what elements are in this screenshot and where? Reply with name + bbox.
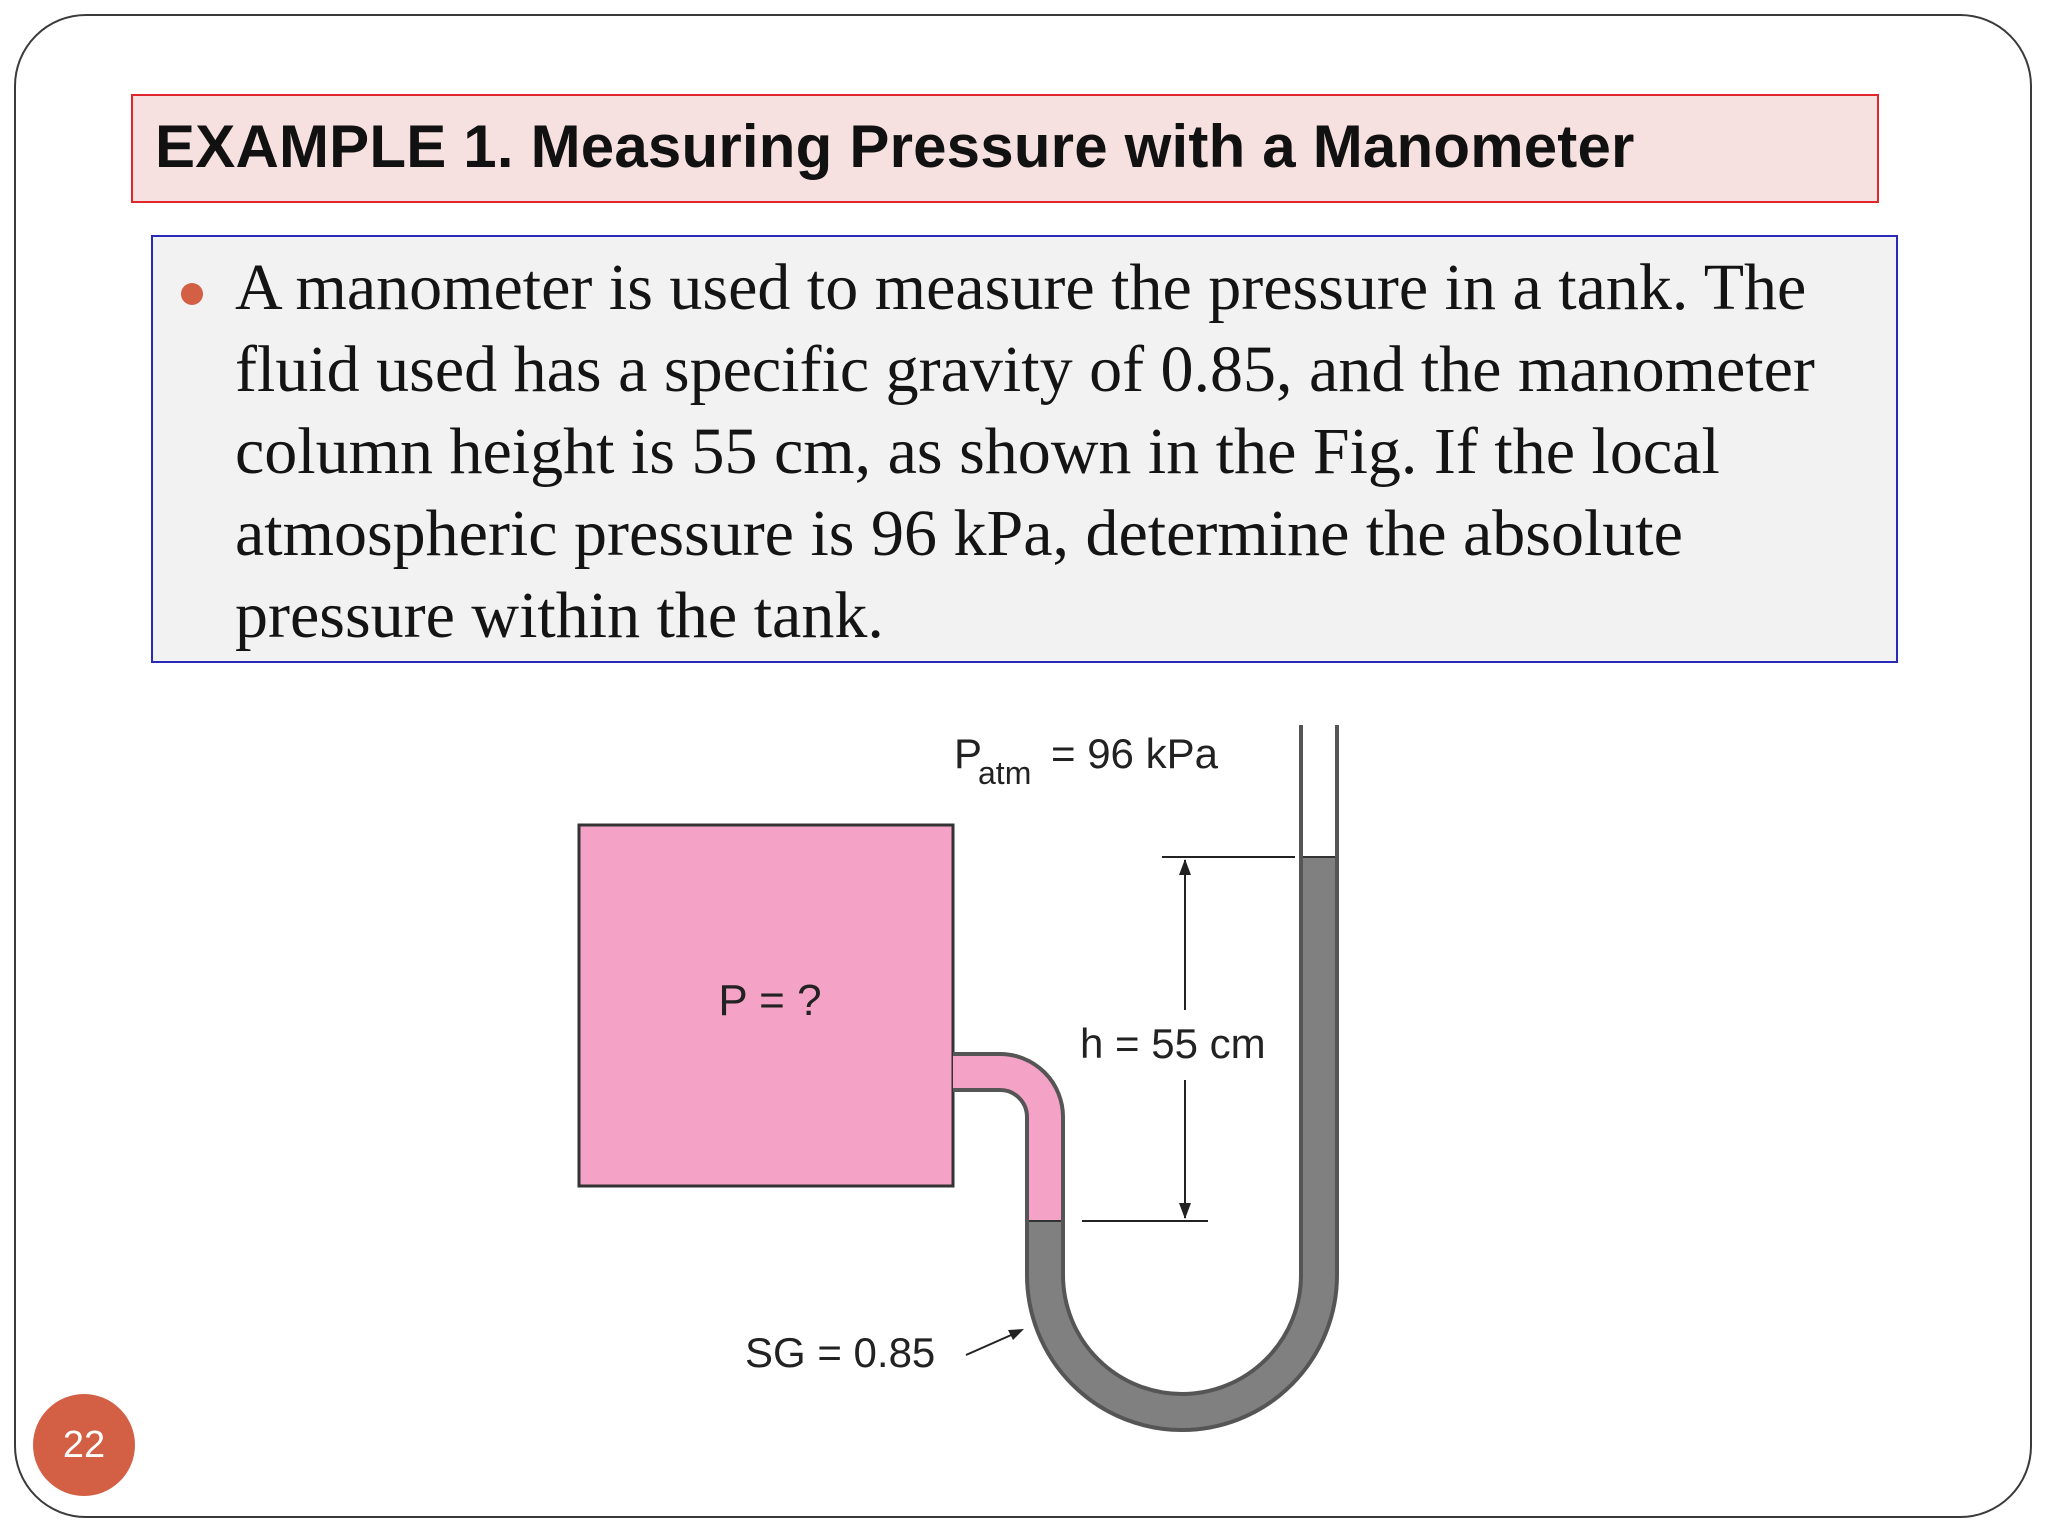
height-label: h = 55 cm bbox=[1080, 1020, 1266, 1067]
sg-arrow-line bbox=[965, 1331, 1019, 1356]
problem-statement-box: A manometer is used to measure the press… bbox=[151, 235, 1898, 663]
patm-symbol: P bbox=[954, 730, 982, 777]
page-number-badge: 22 bbox=[33, 1394, 135, 1496]
sg-label: SG = 0.85 bbox=[745, 1329, 935, 1376]
tank bbox=[577, 823, 955, 1188]
arrow-down-icon bbox=[1179, 1203, 1191, 1219]
problem-line: column height is 55 cm, as shown in the … bbox=[235, 415, 1720, 488]
patm-subscript: atm bbox=[978, 755, 1031, 791]
problem-line: fluid used has a specific gravity of 0.8… bbox=[235, 333, 1815, 406]
problem-line: atmospheric pressure is 96 kPa, determin… bbox=[235, 497, 1683, 570]
manometer-fluid bbox=[1029, 857, 1335, 1428]
patm-value: = 96 kPa bbox=[1051, 730, 1219, 777]
problem-statement: A manometer is used to measure the press… bbox=[235, 247, 1885, 657]
tank-fluid-pipe bbox=[953, 1056, 1061, 1221]
slide-title: EXAMPLE 1. Measuring Pressure with a Man… bbox=[155, 113, 1635, 180]
tank-label: P = ? bbox=[718, 976, 821, 1025]
problem-line: A manometer is used to measure the press… bbox=[235, 251, 1807, 324]
sg-arrow-icon bbox=[1008, 1329, 1024, 1340]
bullet-icon bbox=[181, 283, 203, 305]
arrow-up-icon bbox=[1179, 859, 1191, 875]
manometer-figure: P = ? h = 55 cm P atm = 96 kPa SG = 0.85 bbox=[577, 725, 1339, 1432]
page-number: 22 bbox=[62, 1423, 106, 1466]
title-box: EXAMPLE 1. Measuring Pressure with a Man… bbox=[131, 94, 1879, 203]
problem-line: pressure within the tank. bbox=[235, 579, 884, 652]
